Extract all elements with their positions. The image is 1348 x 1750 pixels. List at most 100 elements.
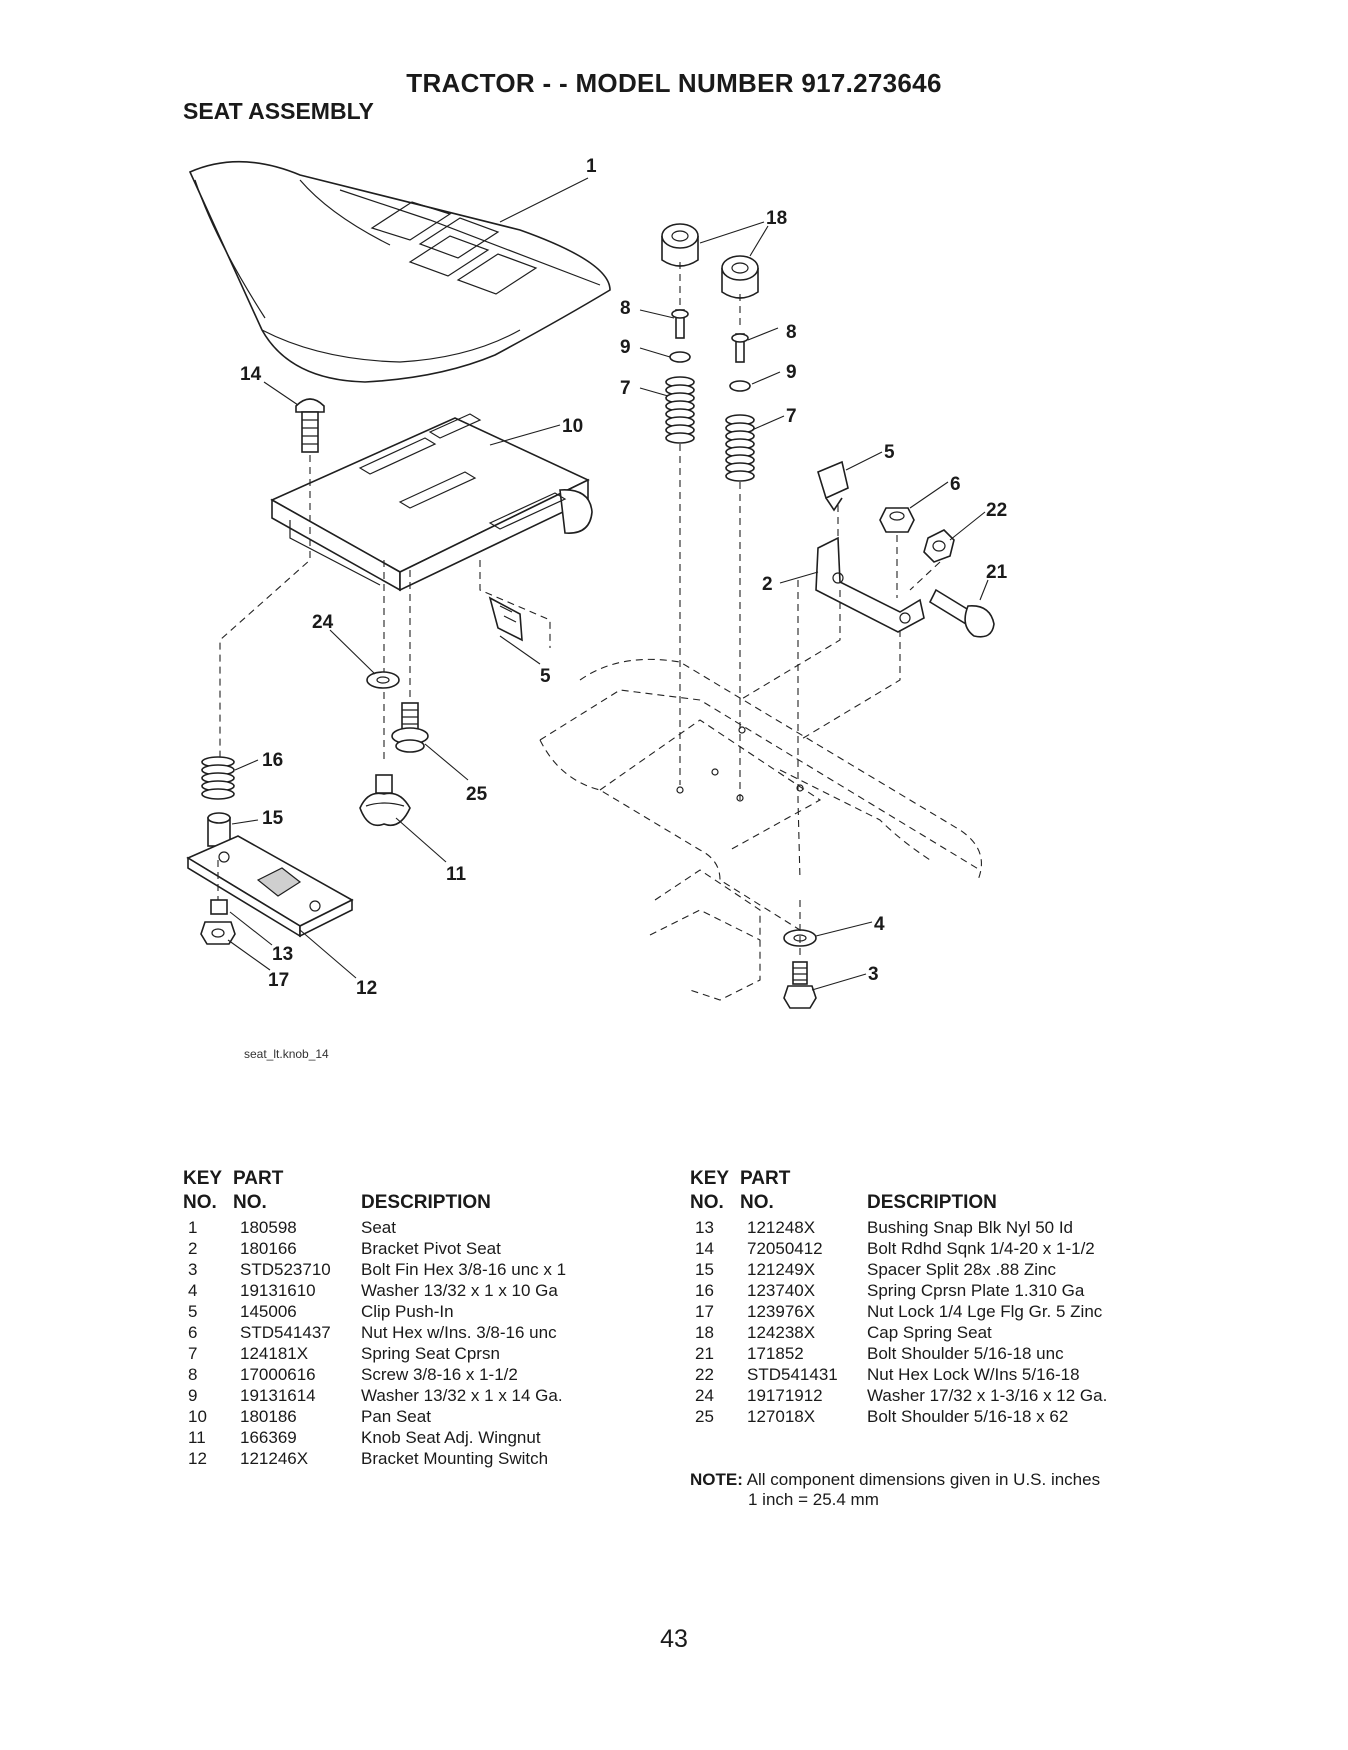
callout-2: 2 — [762, 574, 773, 595]
nut-hex-lock-22-part — [923, 529, 955, 563]
cap-spring-seat-part — [661, 223, 759, 299]
part-description: Clip Push-In — [361, 1302, 454, 1321]
part-description: Spacer Split 28x .88 Zinc — [867, 1260, 1056, 1279]
bolt-shoulder-21-part — [928, 588, 995, 638]
part-description: Nut Hex Lock W/Ins 5/16-18 — [867, 1365, 1080, 1384]
callout-7-right: 7 — [786, 406, 797, 427]
washer-9-right-part — [729, 380, 751, 392]
part-number: 72050412 — [747, 1239, 823, 1258]
nut-17-part — [200, 921, 236, 945]
callout-14: 14 — [240, 364, 262, 385]
page-title: TRACTOR - - MODEL NUMBER 917.273646 — [406, 68, 942, 98]
key-number: 9 — [188, 1386, 198, 1405]
part-description: Spring Seat Cprsn — [361, 1344, 500, 1363]
key-number: 12 — [188, 1449, 207, 1468]
bolt-14-part — [295, 398, 325, 453]
key-number: 24 — [695, 1386, 714, 1405]
screw-8-right-part — [731, 333, 749, 363]
part-description: Bolt Shoulder 5/16-18 unc — [867, 1344, 1064, 1363]
bracket-mounting-switch-part — [186, 835, 354, 938]
part-number: 145006 — [240, 1302, 297, 1321]
callout-9-left: 9 — [620, 337, 631, 358]
header-key-no: NO. — [183, 1192, 217, 1213]
page-number: 43 — [660, 1625, 688, 1653]
tractor-frame-outline — [539, 505, 982, 1001]
header-description: DESCRIPTION — [361, 1192, 491, 1213]
clip-push-in-right-part — [817, 460, 849, 512]
part-description: Seat — [361, 1218, 396, 1237]
part-description: Knob Seat Adj. Wingnut — [361, 1428, 541, 1447]
key-number: 15 — [695, 1260, 714, 1279]
part-description: Bracket Mounting Switch — [361, 1449, 549, 1468]
note-conversion: 1 inch = 25.4 mm — [748, 1490, 879, 1509]
bolt-fin-hex-3-part — [783, 961, 817, 1009]
callout-8-right: 8 — [786, 322, 797, 343]
note-text: All component dimensions given in U.S. i… — [746, 1470, 1101, 1489]
header-key: KEY — [690, 1168, 730, 1189]
seat-assembly-diagram: 1 18 8 9 7 8 9 7 14 10 5 6 22 2 21 24 5 … — [186, 156, 1008, 1061]
key-number: 21 — [695, 1344, 714, 1363]
callout-22: 22 — [986, 500, 1007, 521]
part-description: Nut Hex w/Ins. 3/8-16 unc — [361, 1323, 557, 1342]
part-number: 121246X — [240, 1449, 309, 1468]
callout-8-left: 8 — [620, 298, 631, 319]
part-number: 166369 — [240, 1428, 297, 1447]
part-description: Bolt Shoulder 5/16-18 x 62 — [867, 1407, 1069, 1426]
part-number: 180166 — [240, 1239, 297, 1258]
part-number: 123976X — [747, 1302, 816, 1321]
header-key: KEY — [183, 1168, 223, 1189]
washer-24-part — [366, 671, 400, 689]
key-number: 16 — [695, 1281, 714, 1300]
key-number: 17 — [695, 1302, 714, 1321]
callout-21: 21 — [986, 562, 1008, 583]
nut-hex-6-part — [879, 507, 915, 533]
washer-9-left-part — [669, 351, 691, 363]
part-description: Spring Cprsn Plate 1.310 Ga — [867, 1281, 1085, 1300]
key-number: 7 — [188, 1344, 198, 1363]
part-description: Cap Spring Seat — [867, 1323, 992, 1342]
bolt-25-part — [391, 702, 429, 753]
key-number: 18 — [695, 1323, 714, 1342]
key-number: 25 — [695, 1407, 714, 1426]
callout-9-right: 9 — [786, 362, 797, 383]
clip-push-in-part — [488, 596, 523, 642]
part-number: STD541437 — [240, 1323, 331, 1342]
header-key-no: NO. — [690, 1192, 724, 1213]
part-description: Washer 13/32 x 1 x 14 Ga. — [361, 1386, 563, 1405]
callout-16: 16 — [262, 750, 283, 771]
key-number: 3 — [188, 1260, 198, 1279]
part-number: 19131610 — [240, 1281, 316, 1300]
part-description: Bracket Pivot Seat — [361, 1239, 501, 1258]
pan-seat-part — [270, 413, 593, 592]
part-number: 127018X — [747, 1407, 816, 1426]
part-number: 171852 — [747, 1344, 804, 1363]
dimensions-note: NOTE: All component dimensions given in … — [690, 1470, 1100, 1510]
part-description: Screw 3/8-16 x 1-1/2 — [361, 1365, 518, 1384]
part-description: Pan Seat — [361, 1407, 431, 1426]
part-description: Washer 13/32 x 1 x 10 Ga — [361, 1281, 558, 1300]
key-number: 1 — [188, 1218, 198, 1237]
key-number: 2 — [188, 1239, 198, 1258]
key-number: 6 — [188, 1323, 198, 1342]
key-number: 11 — [188, 1428, 206, 1447]
seat-part — [188, 160, 611, 383]
callout-4: 4 — [874, 914, 885, 935]
key-number: 5 — [188, 1302, 198, 1321]
callout-3: 3 — [868, 964, 879, 985]
header-part-no: NO. — [740, 1192, 774, 1213]
key-number: 22 — [695, 1365, 714, 1384]
header-description: DESCRIPTION — [867, 1192, 997, 1213]
part-number: 19171912 — [747, 1386, 823, 1405]
part-description: Washer 17/32 x 1-3/16 x 12 Ga. — [867, 1386, 1108, 1405]
part-number: 180598 — [240, 1218, 297, 1237]
key-number: 14 — [695, 1239, 714, 1258]
callout-12: 12 — [356, 978, 377, 999]
key-number: 4 — [188, 1281, 198, 1300]
wingnut-knob-part — [359, 774, 411, 827]
part-number: 121248X — [747, 1218, 816, 1237]
callout-7-left: 7 — [620, 378, 631, 399]
spring-seat-left-part — [665, 376, 695, 444]
spring-seat-right-part — [725, 414, 755, 482]
callout-15: 15 — [262, 808, 284, 829]
note-label: NOTE: — [690, 1470, 743, 1489]
